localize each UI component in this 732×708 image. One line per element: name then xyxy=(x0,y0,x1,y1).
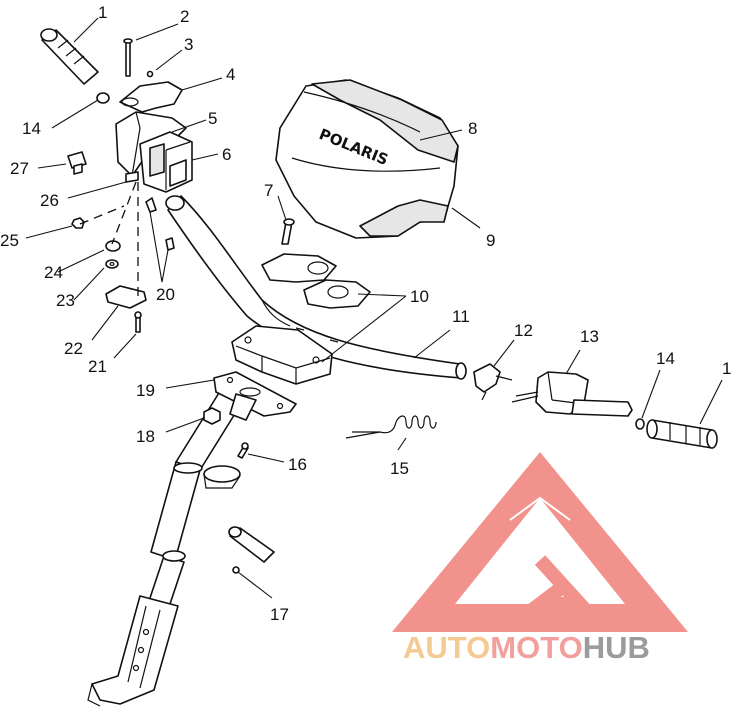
callout-13: 13 xyxy=(580,327,599,346)
steering-post xyxy=(87,387,247,707)
hood: POLARIS xyxy=(275,79,459,239)
watermark-logo: AUTOMOTOHUB xyxy=(392,452,688,665)
callout-5: 5 xyxy=(208,109,217,128)
callout-1-right: 1 xyxy=(722,359,731,378)
callout-24: 24 xyxy=(44,263,63,282)
callout-3: 3 xyxy=(184,35,193,54)
brake-lever-assembly xyxy=(511,371,633,417)
washer-14 xyxy=(96,92,110,104)
callout-17: 17 xyxy=(270,605,289,624)
callout-8: 8 xyxy=(468,119,477,138)
screw-26 xyxy=(125,171,139,183)
washer-23 xyxy=(105,259,119,269)
hex-nut xyxy=(203,407,221,425)
screw-21 xyxy=(134,311,142,333)
callout-1: 1 xyxy=(98,3,107,22)
callout-22: 22 xyxy=(64,339,83,358)
callout-21: 21 xyxy=(88,357,107,376)
callout-23: 23 xyxy=(56,291,75,310)
screws-20 xyxy=(145,197,175,251)
switch-housing xyxy=(139,131,193,193)
callout-26: 26 xyxy=(40,191,59,210)
plate-22 xyxy=(105,285,147,309)
left-grip xyxy=(40,28,99,85)
callout-12: 12 xyxy=(514,321,533,340)
callout-15: 15 xyxy=(390,459,409,478)
spring-coil xyxy=(345,415,437,439)
small-clip-3 xyxy=(146,70,154,78)
callout-25: 25 xyxy=(0,231,19,250)
callout-11: 11 xyxy=(452,307,470,326)
callout-4: 4 xyxy=(226,65,235,84)
watermark-triangle xyxy=(392,452,688,632)
nut-25 xyxy=(71,217,85,229)
washer-14-right xyxy=(635,418,645,430)
throttle-lever xyxy=(119,81,183,113)
callout-2: 2 xyxy=(180,7,189,26)
callout-9: 9 xyxy=(486,231,495,250)
post-clamp xyxy=(203,465,241,489)
brake-switch xyxy=(473,363,513,401)
callout-18: 18 xyxy=(136,427,155,446)
right-grip xyxy=(646,419,718,449)
clip-27 xyxy=(67,151,87,175)
leader-lines xyxy=(25,17,723,599)
riser-block xyxy=(231,325,333,385)
callout-20: 20 xyxy=(156,285,175,304)
callout-19: 19 xyxy=(136,381,155,400)
grip-17 xyxy=(228,526,275,574)
handlebar-clamp-upper xyxy=(261,253,371,309)
callout-7: 7 xyxy=(264,181,273,200)
alignment-line xyxy=(79,205,125,225)
callout-labels: 1 2 3 4 14 5 6 27 26 25 24 23 22 21 20 7… xyxy=(0,3,731,624)
callout-14-right: 14 xyxy=(656,349,675,368)
screw-7 xyxy=(281,218,295,245)
callout-27: 27 xyxy=(10,159,29,178)
callout-10: 10 xyxy=(410,287,429,306)
watermark-text: AUTOMOTOHUB xyxy=(403,630,650,665)
callout-6: 6 xyxy=(222,145,231,164)
alignment-line xyxy=(111,181,137,245)
callout-14: 14 xyxy=(22,119,41,138)
callout-16: 16 xyxy=(288,455,307,474)
bolt-16 xyxy=(237,442,249,459)
mount-plate xyxy=(213,371,297,421)
pin-2 xyxy=(123,38,133,77)
